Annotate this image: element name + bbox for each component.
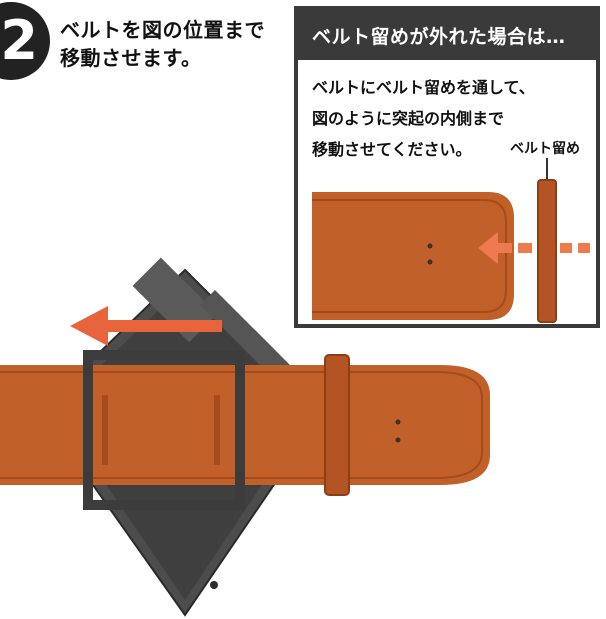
belt-loop-label: ベルト留め [510, 141, 580, 157]
note-body: ベルトにベルト留めを通して、 図のように突起の内側まで 移動させてください。 [312, 78, 535, 159]
belt-loop [324, 354, 350, 496]
label-leader-line [546, 158, 548, 180]
note-illustration [312, 179, 590, 323]
step-instruction: ベルトを図の位置まで 移動させます。 [60, 18, 265, 70]
move-arrow [70, 306, 222, 346]
belt-clip [83, 350, 245, 510]
note-title: ベルト留めが外れた場合は… [298, 10, 596, 60]
note-box: ベルト留めが外れた場合は… ベルトにベルト留めを通して、 図のように突起の内側ま… [294, 6, 600, 328]
